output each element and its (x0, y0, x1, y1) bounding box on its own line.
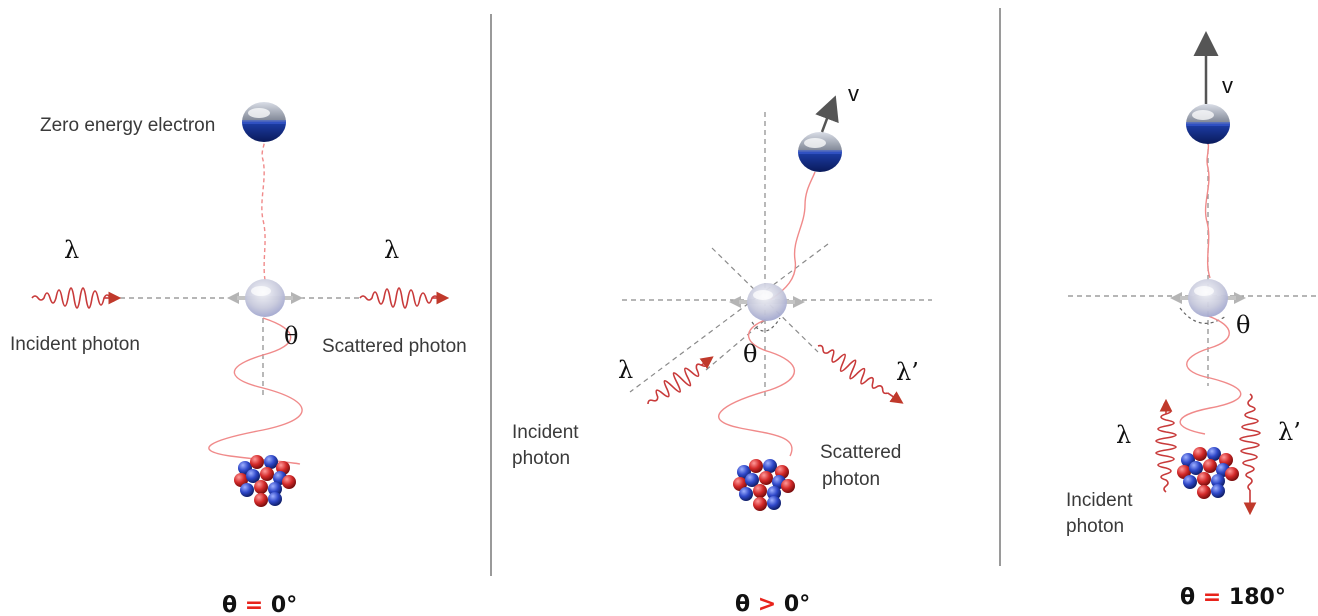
electron-at-collision (729, 283, 805, 321)
incident-photon-label: Incident photon (10, 334, 140, 355)
photon-trace (718, 319, 796, 457)
caption-theta-180: θ = 180° (1180, 585, 1286, 610)
electron-at-collision (227, 279, 303, 317)
nucleus (1177, 447, 1239, 499)
electron-recoil-path (1204, 141, 1211, 279)
incident-label-line2: photon (512, 448, 570, 469)
velocity-arrow (815, 95, 839, 133)
incident-photon-wave (1155, 398, 1177, 493)
incident-label-line1: Incident (1066, 490, 1133, 511)
incident-photon-wave (31, 287, 117, 309)
nucleus (234, 455, 296, 507)
scattered-label-line2: photon (822, 469, 880, 490)
theta-arc (751, 317, 781, 332)
panel-theta-positive: v λ Incident photon λ’ Scattered photon … (512, 81, 932, 616)
nucleus (733, 459, 795, 511)
scattered-wavelength: λ’ (1278, 418, 1301, 446)
incident-label-line1: Incident (512, 422, 579, 443)
incident-label-line2: photon (1066, 516, 1124, 537)
scattered-wavelength: λ’ (896, 358, 919, 386)
scattering-angle: θ (1236, 311, 1250, 339)
diagonal-axis-3 (705, 319, 766, 371)
electron-label: Zero energy electron (40, 115, 215, 136)
incident-wavelength: λ (618, 356, 633, 384)
scattering-angle: θ (284, 322, 298, 350)
scattered-photon-wave (817, 344, 904, 404)
caption-theta-positive: θ > 0° (735, 592, 810, 616)
diagonal-axis-2 (629, 243, 829, 393)
electron-recoil-path (261, 137, 266, 281)
velocity-label: v (1222, 73, 1233, 98)
scattered-photon-wave (1239, 393, 1261, 516)
incident-wavelength: λ (1116, 421, 1131, 449)
recoil-electron (798, 132, 842, 172)
scattered-wavelength: λ (384, 236, 399, 264)
photon-trace (208, 317, 303, 465)
recoil-electron (1186, 104, 1230, 144)
caption-theta-zero: θ = 0° (222, 593, 297, 616)
scattered-photon-label: Scattered photon (322, 336, 467, 357)
zero-energy-electron (242, 102, 286, 142)
panel-theta-180: v λ Incident photon λ’ θ θ = 180° (1066, 31, 1318, 610)
scattered-label-line1: Scattered (820, 442, 901, 463)
velocity-label: v (848, 81, 859, 106)
electron-recoil-path (769, 171, 816, 301)
incident-photon-wave (647, 356, 714, 405)
incident-wavelength: λ (64, 236, 79, 264)
photon-trace (1179, 315, 1242, 435)
scattered-photon-wave (359, 287, 445, 309)
scattering-angle: θ (743, 340, 757, 368)
electron-at-collision (1170, 279, 1246, 317)
panel-theta-zero: Zero energy electron λ Incident photon λ… (10, 102, 467, 616)
theta-arc (1179, 307, 1227, 324)
